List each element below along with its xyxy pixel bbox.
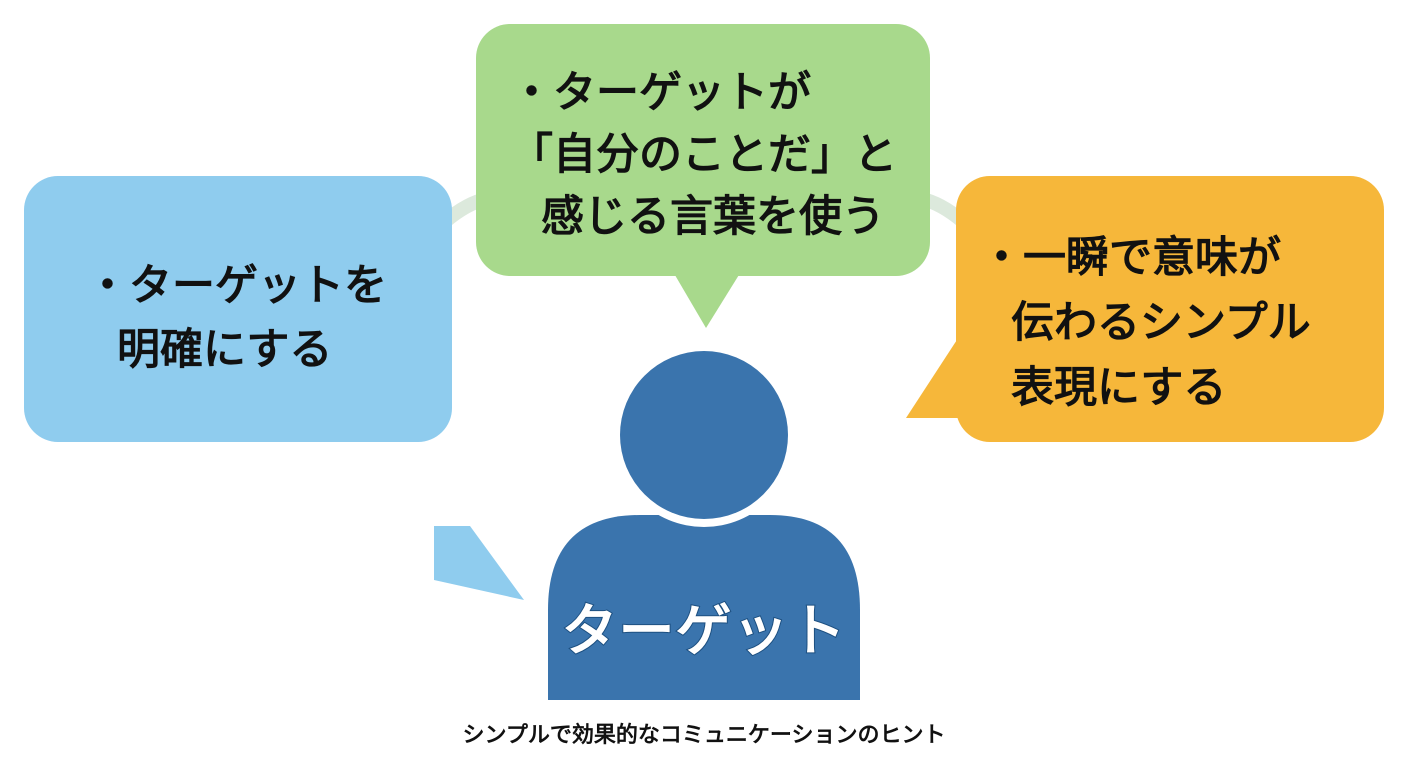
bubble-tail-right <box>906 326 998 418</box>
speech-bubble-right: ・一瞬で意味が 伝わるシンプル 表現にする <box>906 176 1384 442</box>
bubble-line: 「自分のことだ」と <box>510 130 897 180</box>
bubble-text-right: ・一瞬で意味が 伝わるシンプル 表現にする <box>980 226 1311 421</box>
bubble-line: ・ターゲットが <box>510 68 811 118</box>
person-label: ターゲット <box>561 598 847 665</box>
diagram-caption: シンプルで効果的なコミュニケーションのヒント <box>462 723 946 748</box>
bubble-line: ・ターゲットを <box>86 261 387 311</box>
bubble-line: 感じる言葉を使う <box>541 192 885 242</box>
person-head <box>620 351 788 519</box>
speech-bubble-center: ・ターゲットが 「自分のことだ」と 感じる言葉を使う <box>476 24 930 328</box>
bubble-tail-center <box>672 270 742 328</box>
bubble-line: ・一瞬で意味が <box>980 233 1281 283</box>
person-body <box>548 515 860 700</box>
bubble-text-left: ・ターゲットを 明確にする <box>86 254 387 382</box>
bubble-line: 伝わるシンプル <box>1011 298 1311 348</box>
bubble-line: 表現にする <box>1011 363 1227 413</box>
speech-bubble-left: ・ターゲットを 明確にする <box>24 176 524 600</box>
bubble-tail-left <box>434 526 524 600</box>
bubble-text-center: ・ターゲットが 「自分のことだ」と 感じる言葉を使う <box>510 62 897 248</box>
bubble-line: 明確にする <box>117 325 333 375</box>
